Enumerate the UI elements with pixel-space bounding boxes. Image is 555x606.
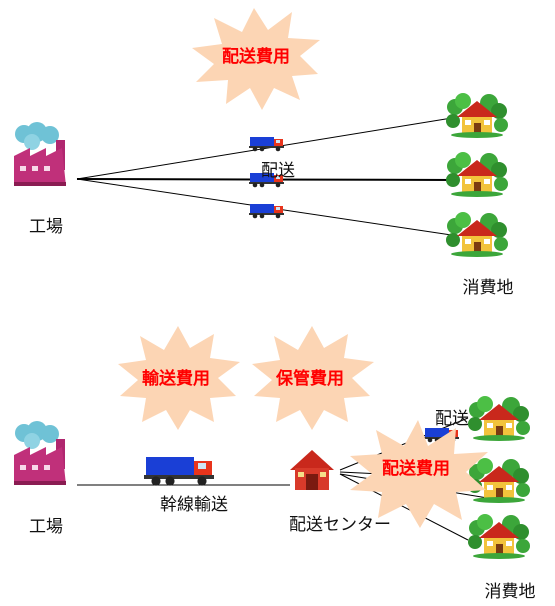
bottom-diagram: 輸送費用 保管費用 工場 幹線輸送 配送センター 配送 配送費用 消費地 [14,326,536,602]
house-icon [468,514,530,559]
factory-icon [14,421,66,485]
distribution-center-icon [290,450,334,490]
transport-cost-burst: 輸送費用 [118,326,240,430]
delivery-cost-label: 配送費用 [382,458,450,479]
consumer-label: 消費地 [485,582,536,602]
burst-shape [192,8,320,110]
factory-label: 工場 [29,217,63,237]
burst-shape [252,326,374,430]
house-icon [446,93,508,138]
house-icon [446,212,508,257]
delivery-label: 配送 [261,161,295,181]
top-diagram: 配送費用 工場 配送 消費地 [14,8,514,298]
delivery-label: 配送 [435,409,469,429]
consumer-label: 消費地 [463,278,514,298]
burst-shape [350,420,488,528]
transport-cost-label: 輸送費用 [142,368,210,389]
storage-cost-burst: 保管費用 [252,326,374,430]
factory-icon [14,122,66,186]
house-icon [446,152,508,197]
delivery-cost-burst: 配送費用 [192,8,320,110]
trunk-transport-label: 幹線輸送 [160,494,228,515]
delivery-cost-label: 配送費用 [222,46,290,67]
house-icon [468,396,530,441]
factory-label: 工場 [29,517,63,537]
truck-icon [249,137,284,152]
distribution-center-label: 配送センター [289,515,391,535]
trunk-truck-icon [144,457,214,486]
delivery-cost-burst: 配送費用 [350,420,488,528]
burst-shape [118,326,240,430]
storage-cost-label: 保管費用 [275,368,344,389]
truck-icon [249,204,284,219]
